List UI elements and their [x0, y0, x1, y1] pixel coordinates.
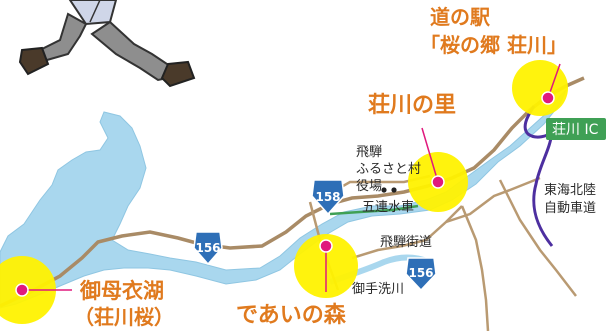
gorensui-label: 五連水車 [362, 200, 415, 215]
route-shield-label: 158 [315, 190, 340, 204]
green-local-road [329, 204, 419, 216]
hida-furusato-label-line2: ふるさと村 [356, 162, 422, 177]
hida-kaido-label: 飛騨街道 [380, 235, 433, 250]
lake-miboro [0, 89, 567, 309]
east-road-3 [498, 179, 577, 297]
route-shield-label: 156 [195, 241, 220, 255]
deai-mori-label: であいの森 [236, 303, 346, 328]
leader-line-sato [421, 127, 439, 183]
tokai-hokuriku-label-line1: 東海北陸 [544, 183, 597, 198]
office-dot-icon [381, 187, 387, 193]
spot-pin-icon[interactable] [15, 283, 29, 297]
yakuba-label: 役場 [356, 179, 383, 194]
office-dot-icon [391, 187, 397, 193]
route-shield-156-east: 156 [405, 257, 437, 292]
spot-pin-icon[interactable] [541, 91, 555, 105]
tokai-hokuriku-label-line2: 自動車道 [544, 201, 597, 216]
michi-eki-label-line2: 「桜の郷 荘川」 [420, 33, 567, 57]
michi-eki-label-line1: 道の駅 [430, 5, 490, 29]
hida-kaido-road [351, 205, 463, 260]
route-156-west [0, 76, 585, 308]
spot-highlight-michi-eki [512, 60, 568, 116]
east-road-2 [460, 205, 490, 331]
east-road-1 [445, 176, 541, 224]
spot-pin-icon[interactable] [319, 239, 333, 253]
hiker-legs-illustration [18, 0, 196, 88]
ic-sign-label: 荘川 IC [552, 122, 599, 138]
miboro-label-line2: （荘川桜） [74, 305, 174, 329]
hida-furusato-label-line1: 飛騨 [356, 145, 383, 160]
miboro-label-line1: 御母衣湖 [80, 279, 164, 303]
shokawa-sato-label: 荘川の里 [368, 93, 457, 118]
mitearai-label: 御手洗川 [352, 282, 405, 297]
route-shield-158: 158 [311, 179, 345, 216]
shokawa-ic-sign: 荘川 IC [546, 118, 606, 140]
route-shield-label: 156 [408, 266, 433, 280]
spot-pin-icon[interactable] [431, 175, 445, 189]
route-shield-156-west: 156 [193, 231, 223, 266]
